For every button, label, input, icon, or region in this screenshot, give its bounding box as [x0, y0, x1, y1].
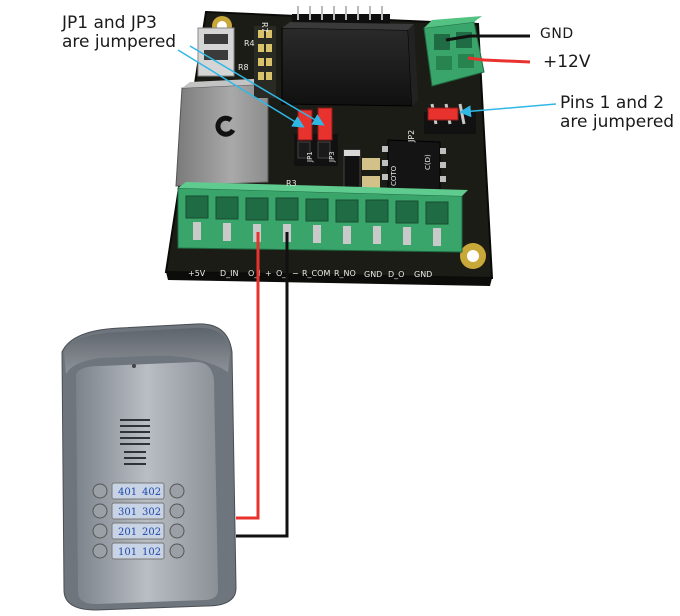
silk-jp2: JP2: [407, 130, 416, 143]
connector-left: [197, 27, 235, 77]
silk-r7: R7: [260, 22, 269, 33]
terminal-label: O_I: [248, 269, 261, 278]
terminal-labels: +5V D_IN O_I + O_I − R_COM R_NO GND D_O …: [188, 269, 432, 279]
pins-note: Pins 1 and 2 are jumpered: [560, 94, 674, 132]
relay: [281, 22, 418, 107]
call-buttons: 401 402 301 302 201 202 101: [92, 482, 185, 560]
jumper-jp2: [424, 103, 476, 134]
control-board: R7 R4 R8 R3 JP1 JP3 JP2 COTO C(D) +5V D_…: [164, 6, 494, 286]
button-row: 101 102: [92, 542, 185, 560]
button-row: 201 202: [92, 522, 185, 540]
voltage-regulator: [175, 78, 274, 187]
wire-red-signal: [236, 232, 260, 520]
arrow-pins: [459, 103, 557, 118]
apartment-label: 302: [142, 507, 161, 518]
apartment-label: 101: [118, 547, 137, 558]
silk-coto: COTO: [390, 165, 398, 186]
intercom-panel: 401 402 301 302 201 202 101: [61, 323, 237, 611]
terminal-label: O_I: [276, 269, 289, 278]
intercom-hood: [64, 327, 230, 374]
name-plate: [111, 482, 165, 500]
speaker-grille: [120, 419, 150, 465]
power-terminal: [423, 16, 485, 87]
terminal-label: +5V: [188, 269, 206, 278]
capacitor: [362, 176, 380, 188]
silk-r4: R4: [244, 39, 255, 48]
wire-12v: [467, 56, 531, 64]
terminal-label: R_COM: [302, 269, 330, 278]
v12-label: +12V: [543, 52, 591, 72]
call-button-round[interactable]: [169, 543, 185, 559]
call-button-round[interactable]: [92, 503, 108, 519]
name-plate: [111, 502, 165, 520]
arrow-jp3: [189, 45, 325, 126]
terminal-label: GND: [364, 270, 382, 279]
silk-jp1: JP1: [306, 151, 314, 163]
wire-black-signal: [236, 232, 289, 538]
capacitor: [362, 158, 380, 170]
terminal-label: +: [265, 269, 272, 278]
gnd-label: GND: [540, 26, 574, 42]
arrow-jp1: [177, 49, 305, 128]
call-button-round[interactable]: [169, 483, 185, 499]
terminal-label: −: [292, 269, 299, 278]
pins-note-line2: are jumpered: [560, 112, 675, 132]
jumper-note-line2: are jumpered: [62, 32, 177, 52]
call-button-round[interactable]: [92, 483, 108, 499]
button-row: 301 302: [92, 502, 185, 520]
apartment-label: 201: [118, 527, 137, 538]
terminal-label: GND: [414, 270, 432, 279]
apartment-label: 301: [118, 507, 137, 518]
apartment-label: 202: [142, 527, 161, 538]
resistors: [254, 26, 276, 98]
silk-r3: R3: [286, 179, 297, 188]
jumper-note-line1: JP1 and JP3: [62, 13, 157, 33]
call-button-round[interactable]: [92, 523, 108, 539]
terminal-label: D_IN: [220, 269, 239, 278]
silk-cd: C(D): [424, 154, 432, 170]
apartment-label: 102: [142, 547, 161, 558]
call-button-round[interactable]: [92, 543, 108, 559]
call-button-round[interactable]: [169, 503, 185, 519]
diode: [343, 149, 361, 191]
call-button-round[interactable]: [169, 523, 185, 539]
terminal-label: R_NO: [334, 269, 356, 278]
jumper-jp3: [317, 107, 333, 141]
name-plate: [111, 542, 165, 560]
jumper-note: JP1 and JP3 are jumpered: [62, 14, 176, 52]
silk-jp3: JP3: [328, 151, 336, 163]
terminal-label: D_O: [388, 270, 404, 279]
wire-gnd: [445, 34, 530, 42]
pins-note-line1: Pins 1 and 2: [560, 93, 665, 113]
silk-r8: R8: [238, 63, 249, 72]
apartment-label: 401: [118, 487, 137, 498]
silkscreen: R7 R4 R8 R3 JP1 JP3 JP2 COTO C(D): [238, 22, 432, 188]
name-plate: [111, 522, 165, 540]
jumper-pins-1-2: [427, 107, 459, 121]
apartment-label: 402: [142, 487, 161, 498]
signal-terminal-block: [177, 182, 468, 253]
button-row: 401 402: [92, 482, 185, 500]
